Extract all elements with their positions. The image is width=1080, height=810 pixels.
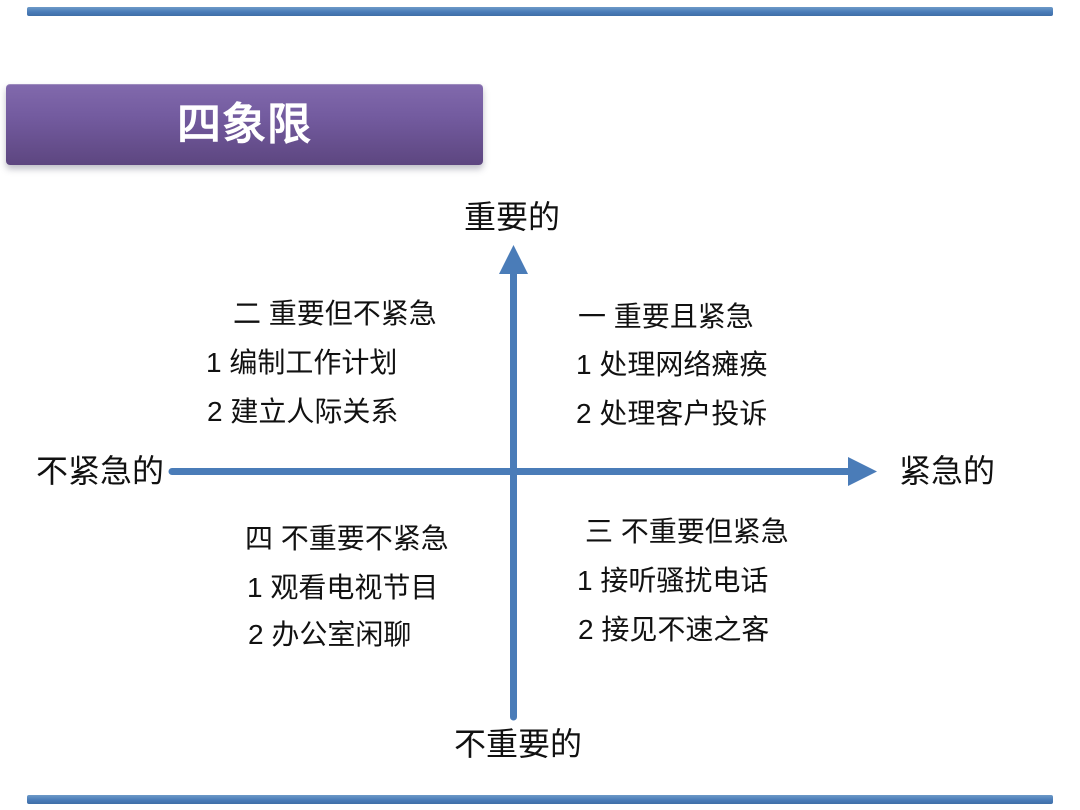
axis-label-urgent: 紧急的 [899,453,996,489]
quadrant-4-header: 四 不重要不紧急 [245,523,449,554]
axis-label-not-important: 不重要的 [454,726,583,762]
quadrant-3-item: 2 接见不速之客 [578,614,770,645]
axis-label-important: 重要的 [464,199,561,235]
quadrant-2-item: 1 编制工作计划 [206,347,398,378]
quadrant-2-header: 二 重要但不紧急 [233,298,437,329]
page-title: 四象限 [177,100,312,149]
quadrant-1-item: 2 处理客户投诉 [576,398,768,429]
quadrant-4-item: 1 观看电视节目 [247,572,439,603]
quadrant-2-item: 2 建立人际关系 [207,396,399,427]
quadrant-1-header: 一 重要且紧急 [578,301,754,332]
quadrant-1-item: 1 处理网络瘫痪 [576,349,768,380]
title-banner: 四象限 [6,84,483,165]
y-axis-arrowhead-icon [499,245,528,274]
quadrant-3-header: 三 不重要但紧急 [585,516,789,547]
quadrant-3-item: 1 接听骚扰电话 [577,565,769,596]
axis-label-not-urgent: 不紧急的 [36,453,165,489]
x-axis-arrowhead-icon [848,457,877,486]
top-rule-bar [27,7,1053,16]
bottom-rule-bar [27,795,1053,804]
quadrant-4-item: 2 办公室闲聊 [248,619,412,650]
